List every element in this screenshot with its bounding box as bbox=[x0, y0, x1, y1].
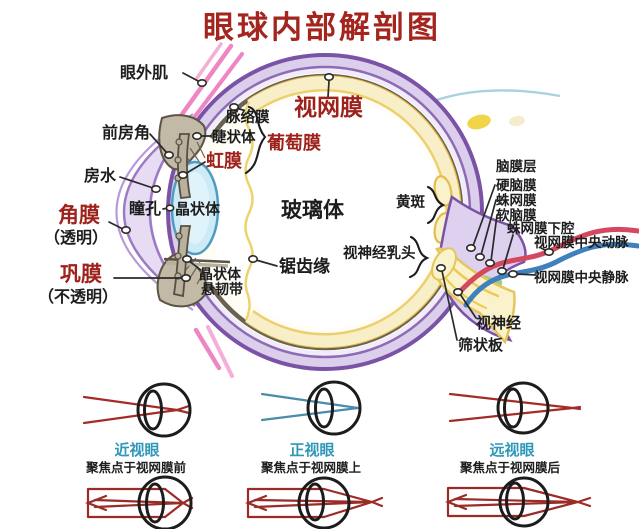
label-central-retinal-vein: 视网膜中央静脉 bbox=[534, 269, 629, 286]
label-emmetropia-desc: 聚焦点于视网膜上 bbox=[260, 460, 362, 475]
optic-disc-brace bbox=[408, 235, 430, 279]
leader-markers bbox=[121, 73, 554, 296]
corrected-hyperopia-diagram bbox=[444, 476, 592, 528]
ora-serrata-line bbox=[244, 101, 254, 321]
uvea-brace bbox=[244, 105, 267, 175]
label-lens: 晶状体 bbox=[175, 200, 221, 218]
refraction-myopia-diagram bbox=[82, 382, 192, 438]
label-cornea: 角膜 bbox=[58, 203, 100, 227]
label-optic-disc: 视神经乳头 bbox=[343, 244, 416, 262]
label-macula: 黄斑 bbox=[396, 193, 425, 211]
label-emmetropia: 正视眼 bbox=[289, 441, 334, 459]
label-uvea: 葡萄膜 bbox=[266, 132, 321, 154]
label-dura-mater: 硬脑膜 bbox=[496, 177, 537, 194]
central-retinal-vein-vessel bbox=[463, 241, 639, 308]
iris-shape bbox=[172, 133, 192, 298]
label-retina: 视网膜 bbox=[294, 94, 363, 121]
label-iris: 虹膜 bbox=[206, 150, 242, 172]
corrected-middle-diagram bbox=[244, 476, 384, 529]
vitreous-chamber bbox=[209, 96, 441, 328]
label-ciliary-body: 睫状体 bbox=[212, 128, 256, 146]
macula-brace bbox=[426, 185, 446, 225]
label-anterior-chamber-angle: 前房角 bbox=[102, 123, 150, 142]
label-subarachnoid-space: 蛛网膜下腔 bbox=[507, 220, 575, 237]
label-choroid: 脉络膜 bbox=[225, 108, 270, 126]
label-hyperopia: 远视眼 bbox=[489, 441, 534, 459]
label-ora-serrata: 锯齿缘 bbox=[279, 256, 330, 277]
label-cornea-note: （透明） bbox=[44, 228, 108, 247]
label-central-retinal-artery: 视网膜中央动脉 bbox=[534, 234, 629, 251]
label-aqueous-humor: 房水 bbox=[84, 166, 117, 185]
cornea-shape bbox=[122, 116, 196, 308]
label-hyperopia-desc: 聚焦点于视网膜后 bbox=[459, 460, 561, 475]
label-arachnoid: 蛛网膜 bbox=[496, 192, 537, 209]
label-myopia-desc: 聚焦点于视网膜前 bbox=[85, 460, 187, 475]
label-vitreous-body: 玻璃体 bbox=[281, 198, 345, 222]
label-pupil: 瞳孔 bbox=[129, 199, 161, 218]
corrected-myopia-diagram bbox=[84, 475, 194, 529]
page-title: 眼球内部解剖图 bbox=[203, 10, 441, 46]
refraction-hyperopia-diagram bbox=[448, 381, 582, 435]
label-extraocular-muscle: 眼外肌 bbox=[120, 63, 168, 82]
label-pia-mater: 软脑膜 bbox=[496, 207, 537, 224]
label-zonule-line1: 晶状体 bbox=[199, 266, 242, 283]
central-retinal-artery-vessel bbox=[455, 226, 639, 297]
label-myopia: 近视眼 bbox=[114, 441, 159, 459]
label-zonule-line2: 悬韧带 bbox=[200, 281, 243, 298]
optic-disc-shape bbox=[431, 247, 457, 281]
refraction-emmetropia-diagram bbox=[260, 380, 362, 436]
label-optic-nerve: 视神经 bbox=[476, 314, 521, 332]
suspensory-ligament-shape bbox=[163, 257, 231, 268]
light-glint-decoration bbox=[427, 89, 561, 130]
label-sclera-note: （不透明） bbox=[38, 287, 118, 306]
label-sclera: 巩膜 bbox=[60, 262, 102, 286]
label-meningeal-layers: 脑膜层 bbox=[496, 158, 537, 175]
label-lamina-cribrosa: 筛状板 bbox=[458, 336, 504, 354]
